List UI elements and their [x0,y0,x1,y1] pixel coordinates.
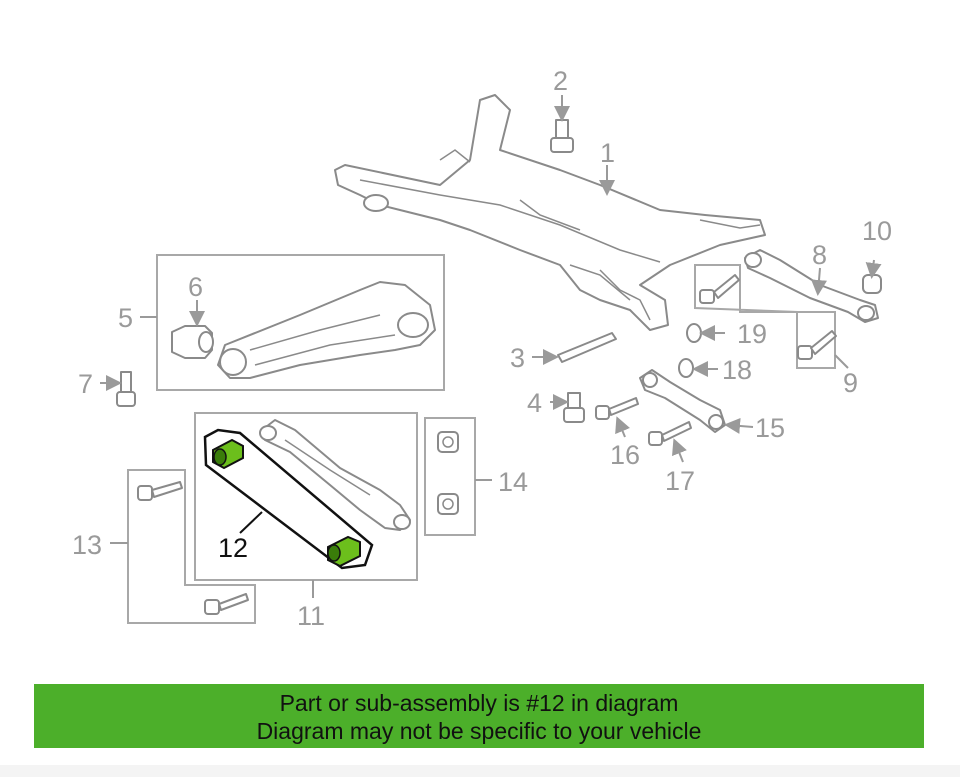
subframe-part [334,94,766,331]
banner-line-2: Diagram may not be specific to your vehi… [256,718,702,744]
label-11: 11 [297,601,325,631]
part-5-box [156,254,445,391]
nut-part-14-lower [437,493,459,515]
label-1: 1 [600,138,615,168]
banner-line-1: Part or sub-assembly is #12 in diagram [279,690,679,716]
bushing-upper-part-12 [212,438,244,470]
parts-diagram: 1 2 3 4 5 6 7 8 9 10 11 12 13 14 15 16 1… [72,66,892,631]
label-6: 6 [188,272,203,302]
nut-part-14-upper [437,431,459,453]
label-4: 4 [527,388,542,418]
label-10: 10 [862,216,892,246]
bushing-lower-part-12 [327,535,361,568]
label-15: 15 [755,413,785,443]
label-19: 19 [737,319,767,349]
info-banner: Part or sub-assembly is #12 in diagram D… [34,684,924,748]
nut-part-10 [862,274,882,294]
bolt-part-13-upper [137,481,183,501]
bottom-strip [0,765,960,777]
part-9-box [694,264,836,369]
label-12: 12 [218,533,248,563]
bolt-part-17 [648,421,692,446]
label-3: 3 [510,343,525,373]
bolt-part-4 [563,392,585,423]
lateral-link-part-12 [203,428,374,570]
washer-part-19 [686,323,702,343]
bolt-part-9-upper [699,274,740,304]
bolt-part-7 [116,371,136,407]
rod-part-3 [557,332,617,363]
bushing-part-6 [171,325,214,359]
part-13-box [127,469,256,624]
leader-lines [100,95,882,598]
label-9: 9 [843,368,858,398]
part-14-box [424,417,476,536]
label-17: 17 [665,466,695,496]
label-5: 5 [118,303,133,333]
label-8: 8 [812,240,827,270]
label-16: 16 [610,440,640,470]
trailing-arm-part-5 [217,281,436,379]
label-7: 7 [78,369,93,399]
label-18: 18 [722,355,752,385]
label-14: 14 [498,467,528,497]
washer-part-18 [678,358,694,378]
bolt-part-16 [595,397,639,420]
bolt-part-9-lower [797,330,837,360]
arm-part-15 [639,369,726,433]
label-2: 2 [553,66,568,96]
part-11-box [194,412,418,581]
label-13: 13 [72,530,102,560]
lower-arm-part-11 [259,419,411,531]
bolt-part-13-lower [204,593,249,615]
bolt-part-2 [550,119,574,153]
